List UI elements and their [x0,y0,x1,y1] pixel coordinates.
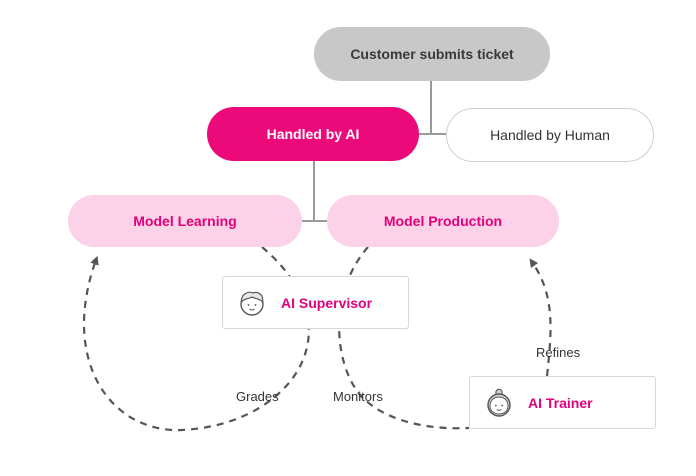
node-handled-by-human: Handled by Human [446,108,654,162]
supervisor-avatar-icon [240,291,264,316]
edge-label-refines: Refines [536,345,581,360]
node-model-learning: Model Learning [68,195,302,247]
node-human-label: Handled by Human [490,127,610,143]
node-ai-supervisor: AI Supervisor [222,276,409,329]
arrow-refines [529,258,552,377]
edge-label-monitors: Monitors [333,389,383,404]
node-supervisor-label: AI Supervisor [281,294,373,311]
node-customer-label: Customer submits ticket [350,46,514,62]
loop-grades [82,246,310,432]
node-handled-by-ai: Handled by AI [207,107,419,161]
trainer-avatar-icon [487,388,511,417]
loop-monitors [338,246,470,430]
node-ai-label: Handled by AI [266,126,360,142]
node-ai-trainer: AI Trainer [469,376,656,429]
edge-label-grades: Grades [236,389,279,404]
node-trainer-label: AI Trainer [528,394,593,411]
node-customer-submits-ticket: Customer submits ticket [314,27,550,81]
tree-connectors [302,81,446,222]
node-learning-label: Model Learning [133,213,237,229]
node-model-production: Model Production [327,195,559,247]
node-production-label: Model Production [383,213,503,229]
